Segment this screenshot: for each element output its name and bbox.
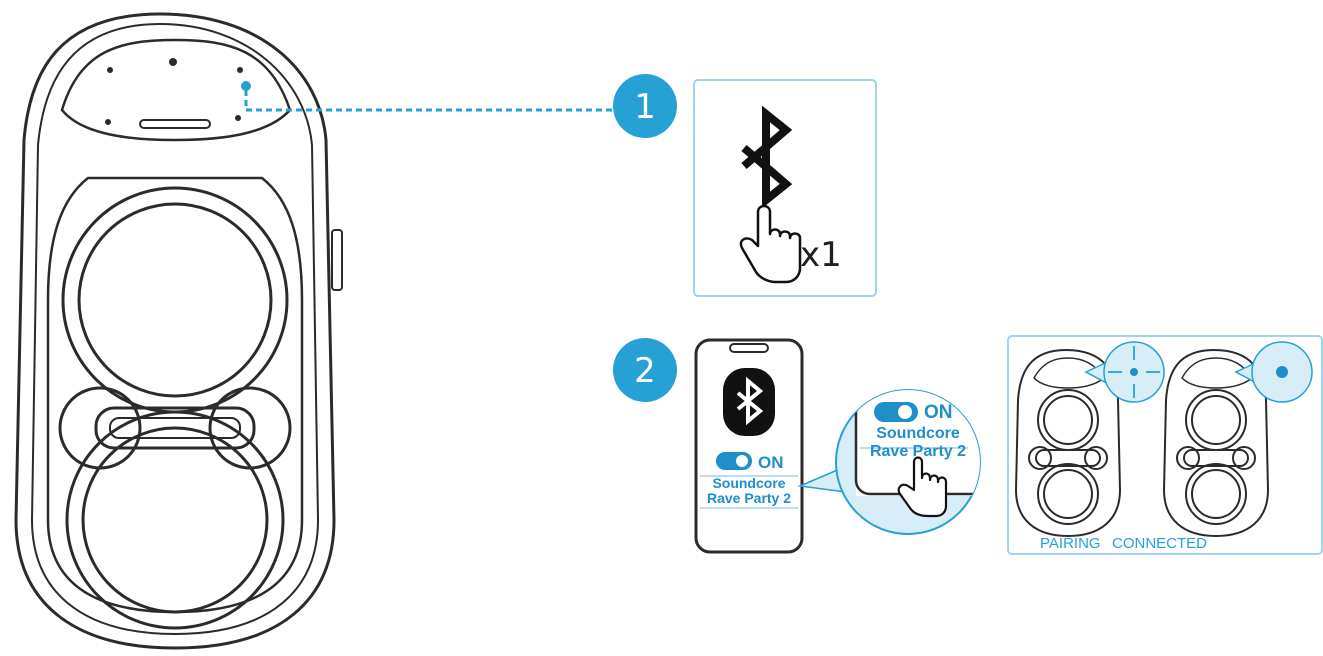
zoom-callout	[835, 389, 981, 535]
hand-press-icon	[739, 204, 802, 284]
svg-text:2: 2	[634, 351, 656, 391]
callout-dashed-line	[244, 90, 612, 112]
phone-toggle-label: ON	[758, 453, 784, 472]
zoom-toggle-label: ON	[924, 402, 953, 423]
zoom-device-name-line2: Rave Party 2	[870, 443, 966, 460]
phone-illustration	[694, 338, 804, 554]
zoom-hand-icon	[897, 456, 948, 518]
pairing-blink-marks	[1108, 346, 1160, 398]
svg-text:1: 1	[634, 87, 656, 127]
connected-label: CONNECTED	[1112, 535, 1207, 552]
bluetooth-button-dot	[241, 81, 251, 91]
pairing-label: PAIRING	[1040, 535, 1101, 552]
bluetooth-icon	[741, 105, 793, 209]
press-count-label: x1	[800, 235, 842, 275]
pairing-led-dot	[1130, 368, 1138, 376]
zoom-device-name-line1: Soundcore	[876, 425, 960, 442]
speaker-controls	[105, 58, 243, 129]
phone-device-name-line1: Soundcore	[712, 475, 785, 491]
step-2-badge: 2	[613, 338, 677, 402]
phone-bluetooth-icon	[736, 376, 764, 426]
step-1-badge: 1	[613, 74, 677, 138]
phone-device-name-line2: Rave Party 2	[707, 490, 791, 506]
connected-led-dot	[1276, 366, 1288, 378]
speaker-illustration	[14, 12, 343, 650]
